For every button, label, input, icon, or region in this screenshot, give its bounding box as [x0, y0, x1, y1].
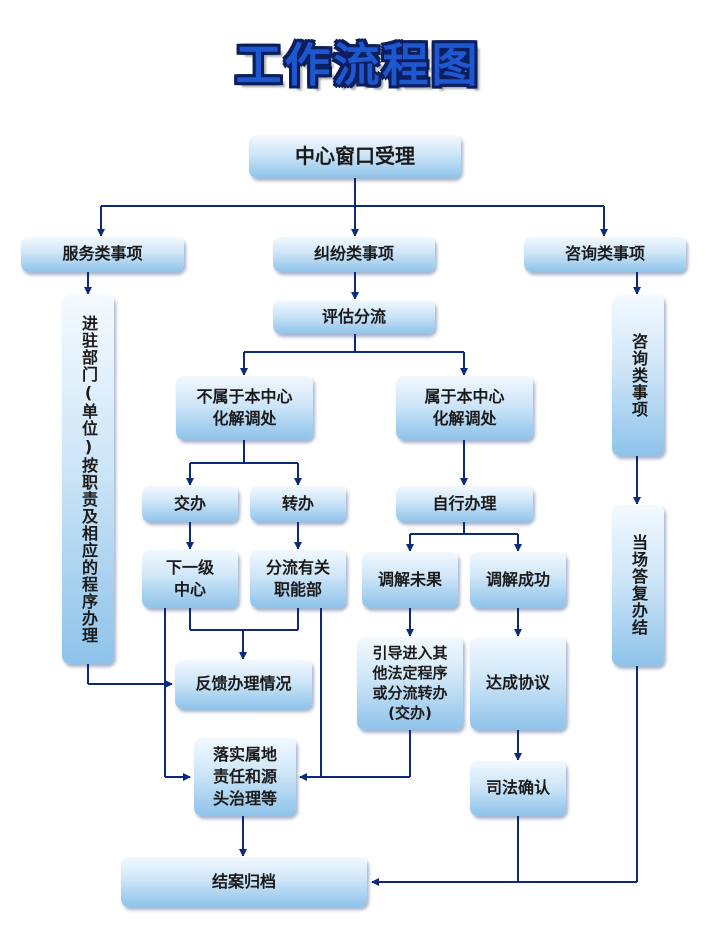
page-title: 工作流程图: [235, 38, 481, 92]
node-assign: 交办: [142, 485, 238, 522]
node-mediation-success: 调解成功: [470, 551, 566, 608]
node-reception: 中心窗口受理: [249, 134, 461, 178]
node-lower-center: 下一级 中心: [142, 549, 238, 608]
node-consult: 咨询类事项: [524, 236, 686, 272]
node-assess: 评估分流: [273, 299, 435, 334]
node-agreement: 达成协议: [470, 636, 566, 730]
node-belong: 属于本中心 化解调处: [396, 375, 533, 440]
node-not-belong: 不属于本中心 化解调处: [176, 375, 313, 440]
node-implement: 落实属地 责任和源 头治理等: [194, 737, 296, 816]
node-consult-detail: 咨询类事项: [612, 294, 664, 456]
node-transfer: 转办: [250, 485, 346, 522]
node-dispute: 纠纷类事项: [273, 236, 435, 272]
node-judicial: 司法确认: [470, 760, 566, 816]
node-service: 服务类事项: [21, 236, 184, 272]
node-self-handle: 自行办理: [396, 485, 533, 522]
node-relevant-dept: 分流有关 职能部: [250, 549, 346, 608]
node-guide: 引导进入其 他法定程序 或分流转办 (交办): [357, 636, 463, 730]
node-mediation-fail: 调解未果: [362, 551, 458, 608]
node-feedback: 反馈办理情况: [175, 659, 312, 709]
node-service-detail: 进驻部门(单位)按职责及相应的程序办理: [62, 294, 114, 664]
node-archive: 结案归档: [121, 856, 367, 907]
node-onsite-reply: 当场答复办结: [612, 504, 664, 666]
